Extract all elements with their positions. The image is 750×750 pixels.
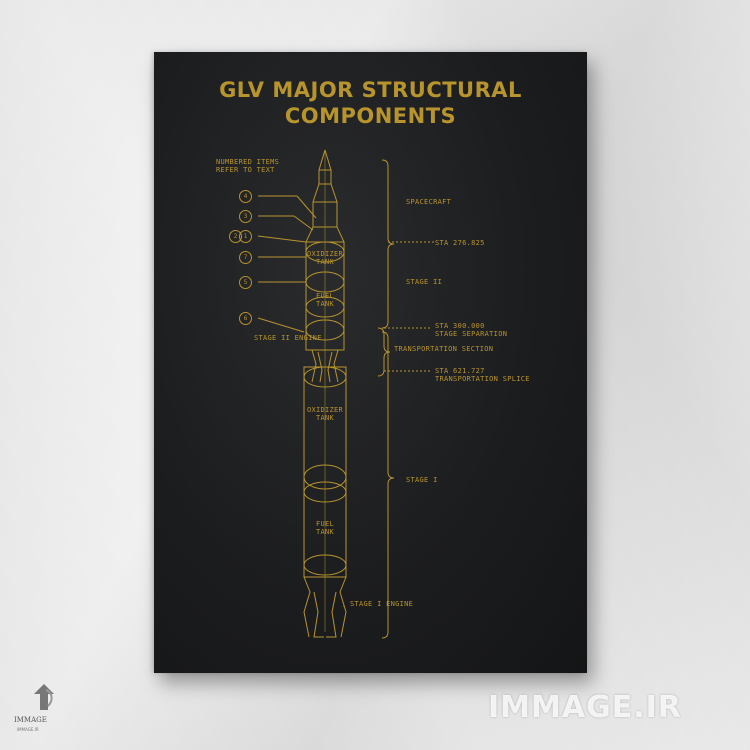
sta-300-label-1: STA 300.000	[435, 322, 485, 330]
sta-621-label-1: STA 621.727	[435, 367, 485, 375]
logo-subtext: IMMAGE.IR	[17, 727, 39, 732]
fuel-lower-line-2: TANK	[315, 528, 335, 536]
note-line-1: NUMBERED ITEMS	[216, 158, 280, 166]
logo-icon	[34, 684, 54, 710]
oxidizer-upper-line-2: TANK	[315, 258, 335, 266]
callout-3: 3	[239, 210, 252, 223]
logo-mark	[24, 680, 64, 740]
oxidizer-lower-line-1: OXIDIZER	[306, 406, 344, 414]
fuel-lower-line-1: FUEL	[315, 520, 335, 528]
title-line-2: COMPONENTS	[284, 104, 457, 128]
oxidizer-upper-line-1: OXIDIZER	[306, 250, 344, 258]
spacecraft-nose	[305, 149, 326, 248]
stage1-label: STAGE I	[406, 476, 438, 484]
sta-276-label: STA 276.825	[435, 239, 485, 247]
stage1-engine-label: STAGE I ENGINE	[350, 600, 414, 608]
fuel-upper-line-1: FUEL	[315, 292, 335, 300]
callout-6: 6	[239, 312, 252, 325]
stage2-label: STAGE II	[406, 278, 443, 286]
rocket-blueprint	[257, 149, 434, 639]
canvas-print: GLV MAJOR STRUCTURAL COMPONENTS NUMBERED…	[154, 52, 587, 673]
fuel-upper-line-2: TANK	[315, 300, 335, 308]
callout-5: 5	[239, 276, 252, 289]
callout-4: 4	[239, 190, 252, 203]
sta-621-label-2: TRANSPORTATION SPLICE	[435, 375, 530, 383]
stage2-engine-label: STAGE II ENGINE	[254, 334, 322, 342]
watermark-text: IMMAGE.IR	[488, 690, 682, 725]
title-line-1: GLV MAJOR STRUCTURAL	[219, 78, 522, 102]
callout-7: 7	[239, 251, 252, 264]
sta-300-label-2: STAGE SEPARATION	[435, 330, 508, 338]
transport-section-label: TRANSPORTATION SECTION	[394, 345, 494, 353]
oxidizer-lower-line-2: TANK	[315, 414, 335, 422]
logo-text: IMMAGE	[14, 716, 47, 724]
note-line-2: REFER TO TEXT	[216, 166, 275, 174]
stage2-engine	[311, 349, 339, 383]
callout-1: 1	[239, 230, 252, 243]
stage1-engine	[303, 576, 347, 638]
spacecraft-label: SPACECRAFT	[406, 198, 452, 206]
